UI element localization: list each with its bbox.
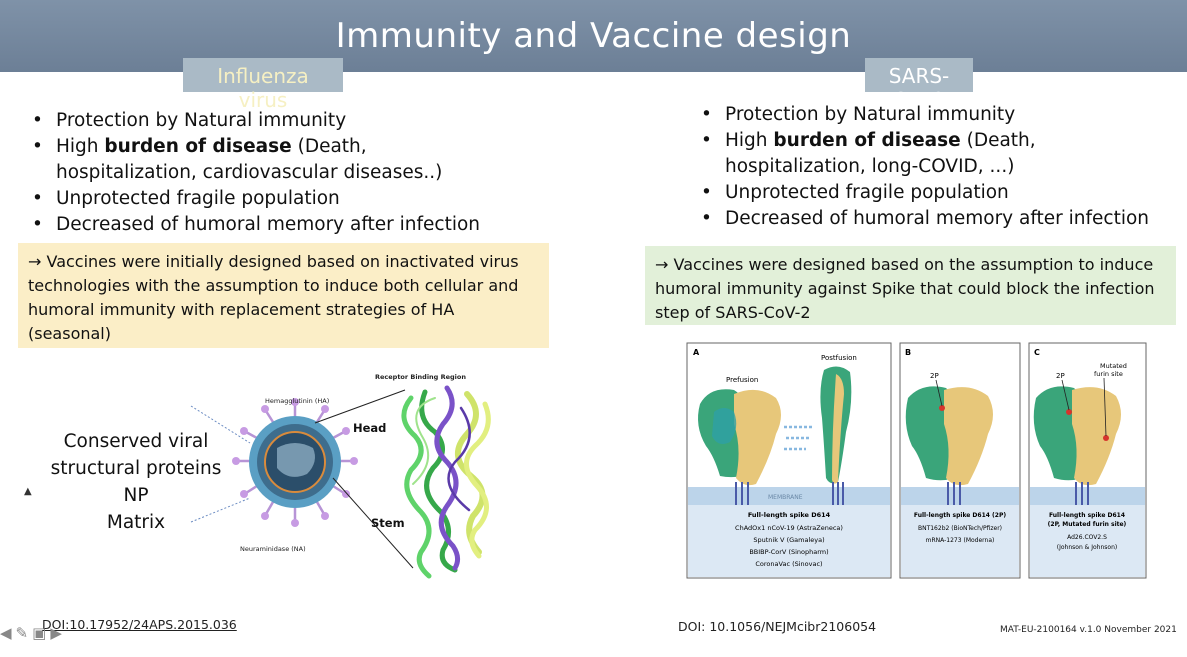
list-item: Decreased of humoral memory after infect… — [697, 206, 1167, 232]
presentation-toolbar: ◀ ✎ ▣ ▶ — [0, 624, 62, 642]
stem-label: Stem — [371, 516, 405, 530]
list-item: Decreased of humoral memory after infect… — [28, 212, 508, 238]
list-item: Protection by Natural immunity — [697, 102, 1167, 128]
panel-b-lower — [901, 505, 1019, 577]
prefusion-spike-icon — [698, 389, 781, 505]
panel-a-caption-title: Full-length spike D614 — [748, 511, 831, 519]
forward-arrow-icon[interactable]: ▶ — [50, 624, 62, 642]
title-bar: Immunity and Vaccine design — [0, 0, 1187, 72]
conserved-proteins-text: Conserved viral structural proteins NP M… — [36, 428, 236, 536]
mutated-furin-label: furin site — [1094, 370, 1123, 378]
sars-label: SARS-CoV2 — [865, 58, 973, 112]
vaccine-name: CoronaVac (Sinovac) — [755, 560, 822, 568]
back-arrow-icon[interactable]: ◀ — [0, 624, 12, 642]
conserved-line: structural proteins — [50, 458, 222, 479]
bullet-text: High — [56, 136, 105, 157]
leader-line — [190, 405, 251, 444]
bullet-bold-text: burden of disease — [104, 136, 292, 157]
conserved-line: NP — [123, 485, 149, 506]
postfusion-label: Postfusion — [821, 354, 857, 362]
conserved-line: Matrix — [106, 512, 166, 533]
vaccine-name: (Johnson & Johnson) — [1057, 544, 1117, 551]
vaccine-name: ChAdOx1 nCoV-19 (AstraZeneca) — [735, 524, 843, 532]
document-id: MAT-EU-2100164 v.1.0 November 2021 — [1000, 625, 1177, 635]
panel-c-lower — [1030, 505, 1145, 577]
virion-icon — [232, 398, 358, 527]
pointer-line — [935, 379, 943, 407]
vaccine-name: mRNA-1273 (Moderna) — [926, 537, 995, 544]
panel-b-letter: B — [905, 348, 911, 357]
list-item: Unprotected fragile population — [697, 180, 1167, 206]
influenza-callout: → Vaccines were initially designed based… — [18, 243, 549, 348]
list-item: High burden of disease (Death, hospitali… — [697, 128, 1167, 180]
bullet-text: High — [725, 130, 774, 151]
pointer-line — [1061, 379, 1070, 411]
slide-title: Immunity and Vaccine design — [335, 16, 852, 56]
influenza-bullet-list: Protection by Natural immunity High burd… — [28, 108, 508, 238]
influenza-virus-figure: Hemagglutinin (HA) Neuraminidase (NA) Re… — [190, 373, 491, 579]
panel-a-letter: A — [693, 348, 700, 357]
mutated-furin-label: Mutated — [1100, 362, 1127, 370]
hemagglutinin-label: Hemagglutinin (HA) — [265, 397, 329, 405]
mouse-cursor-icon: ▲ — [24, 486, 32, 497]
pen-icon[interactable]: ✎ — [15, 624, 29, 642]
spike-2p-icon — [905, 386, 993, 505]
panel-c-caption-title: (2P, Mutated furin site) — [1048, 521, 1127, 528]
list-item: Protection by Natural immunity — [28, 108, 508, 134]
sars-doi-text: DOI: 10.1056/NEJMcibr2106054 — [678, 619, 877, 634]
influenza-label: Influenza virus — [183, 58, 343, 112]
bullet-text: Unprotected fragile population — [725, 182, 1009, 203]
spike-2p-furin-icon — [1033, 386, 1121, 505]
bullet-bold-text: burden of disease — [773, 130, 961, 151]
membrane-label: MEMBRANE — [768, 494, 803, 501]
neuraminidase-label: Neuraminidase (NA) — [240, 545, 306, 553]
panel-c-letter: C — [1034, 348, 1040, 357]
panel-c-caption-title: Full-length spike D614 — [1049, 512, 1125, 519]
slides-icon[interactable]: ▣ — [32, 624, 47, 642]
vaccine-name: BBIBP-CorV (Sinopharm) — [749, 548, 828, 556]
projection-line — [332, 477, 414, 569]
vaccine-name: Ad26.COV2.S — [1067, 534, 1107, 541]
list-item: Unprotected fragile population — [28, 186, 508, 212]
leader-line — [190, 497, 251, 523]
postfusion-spike-icon — [820, 366, 852, 505]
twop-label: 2P — [930, 372, 939, 380]
spike-vaccine-figure: A B C Prefusion Postfusion MEMBRANE 2P — [686, 342, 1147, 579]
pointer-line — [1103, 377, 1107, 437]
transition-arrows-icon — [784, 425, 812, 451]
bullet-text: Unprotected fragile population — [56, 188, 340, 209]
receptor-binding-label: Receptor Binding Region — [375, 373, 466, 381]
vaccine-name: BNT162b2 (BioNTech/Pfizer) — [918, 525, 1002, 532]
hemagglutinin-structure-icon — [401, 385, 491, 579]
panel-a-lower — [688, 505, 890, 577]
bullet-text: (Death, hospitalization, cardiovascular … — [56, 136, 443, 183]
bullet-text: (Death, hospitalization, long-COVID, ...… — [725, 130, 1036, 177]
bullet-text: Protection by Natural immunity — [56, 110, 347, 131]
bullet-text: Protection by Natural immunity — [725, 104, 1016, 125]
twop-label: 2P — [1056, 372, 1065, 380]
head-label: Head — [353, 421, 386, 435]
panel-b-caption-title: Full-length spike D614 (2P) — [914, 512, 1006, 519]
list-item: High burden of disease (Death, hospitali… — [28, 134, 508, 186]
sars-callout: → Vaccines were designed based on the as… — [645, 246, 1176, 325]
vaccine-name: Sputnik V (Gamaleya) — [753, 536, 824, 544]
sars-bullet-list: Protection by Natural immunity High burd… — [697, 102, 1167, 232]
projection-line — [314, 389, 406, 424]
bullet-text: Decreased of humoral memory after infect… — [56, 214, 481, 235]
prefusion-label: Prefusion — [726, 376, 758, 384]
bullet-text: Decreased of humoral memory after infect… — [725, 208, 1150, 229]
conserved-line: Conserved viral — [63, 431, 209, 452]
influenza-doi-link[interactable]: DOI:10.17952/24APS.2015.036 — [42, 617, 237, 632]
membrane-band — [688, 487, 890, 505]
